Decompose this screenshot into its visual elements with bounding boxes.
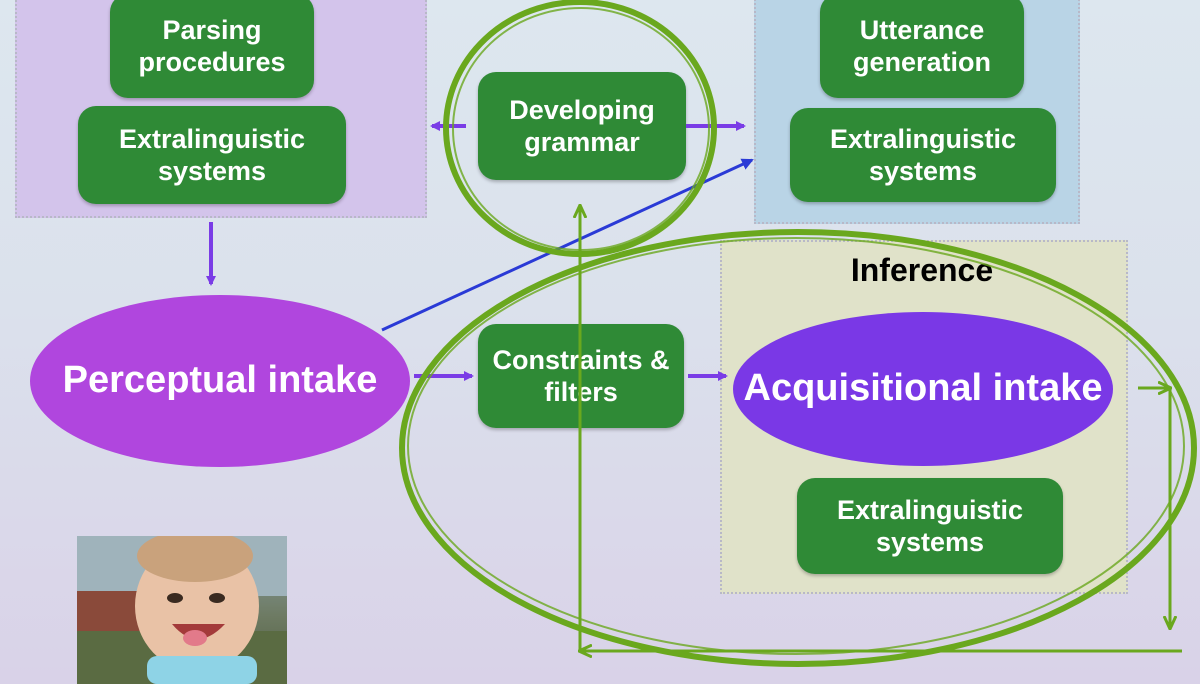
developing-grammar-box: Developing grammar	[478, 72, 686, 180]
inference-extralinguistic-box: Extralinguistic systems	[797, 478, 1063, 574]
left-extralinguistic-box: Extralinguistic systems	[78, 106, 346, 204]
utterance-generation-label: Utterance generation	[852, 14, 992, 77]
perceptual-intake-label: Perceptual intake	[62, 359, 378, 402]
left-extralinguistic-label: Extralinguistic systems	[118, 123, 306, 186]
arrow-perceptual-to-utterance	[381, 158, 754, 332]
inference-title: Inference	[850, 252, 994, 288]
inference-loop-ellipse	[399, 229, 1197, 667]
utterance-generation-box: Utterance generation	[820, 0, 1024, 98]
acquisitional-intake-label: Acquisitional intake	[743, 367, 1103, 410]
acquisitional-intake-ellipse: Acquisitional intake	[733, 312, 1113, 466]
child-photo	[77, 536, 287, 684]
parsing-procedures-label: Parsing procedures	[138, 14, 286, 77]
perceptual-intake-ellipse: Perceptual intake	[30, 295, 410, 467]
inference-extralinguistic-label: Extralinguistic systems	[836, 494, 1024, 557]
right-extralinguistic-label: Extralinguistic systems	[829, 123, 1017, 186]
inference-loop-ellipse-inner	[407, 237, 1185, 655]
right-extralinguistic-box: Extralinguistic systems	[790, 108, 1056, 202]
parsing-procedures-box: Parsing procedures	[110, 0, 314, 98]
developing-grammar-label: Developing grammar	[509, 94, 655, 157]
